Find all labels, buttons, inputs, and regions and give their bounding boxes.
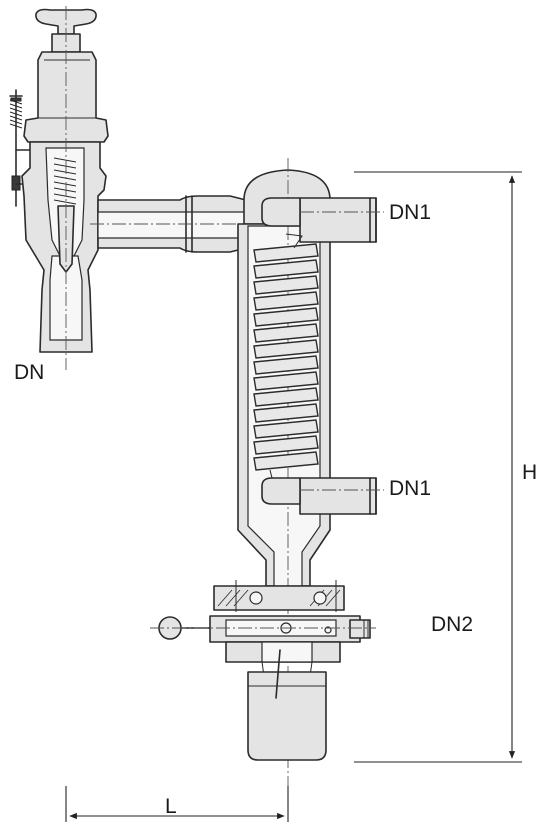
label-outlet-top-dn1: DN1 xyxy=(389,201,432,224)
outlet-top xyxy=(261,197,384,243)
valve-body xyxy=(21,6,107,370)
connecting-pipe xyxy=(90,195,263,253)
dimension-height xyxy=(354,171,522,763)
dimension-length xyxy=(65,786,289,822)
drain-valve xyxy=(150,615,376,691)
label-height-h: H xyxy=(522,461,538,484)
label-length-l: L xyxy=(165,795,177,818)
flange xyxy=(213,580,345,612)
sample-bottle xyxy=(247,649,327,761)
cooling-coil xyxy=(253,233,319,487)
label-drain-dn2: DN2 xyxy=(431,613,474,636)
label-outlet-bottom-dn1: DN1 xyxy=(389,477,432,500)
label-inlet-dn: DN xyxy=(14,361,45,384)
outlet-bottom xyxy=(261,477,384,515)
